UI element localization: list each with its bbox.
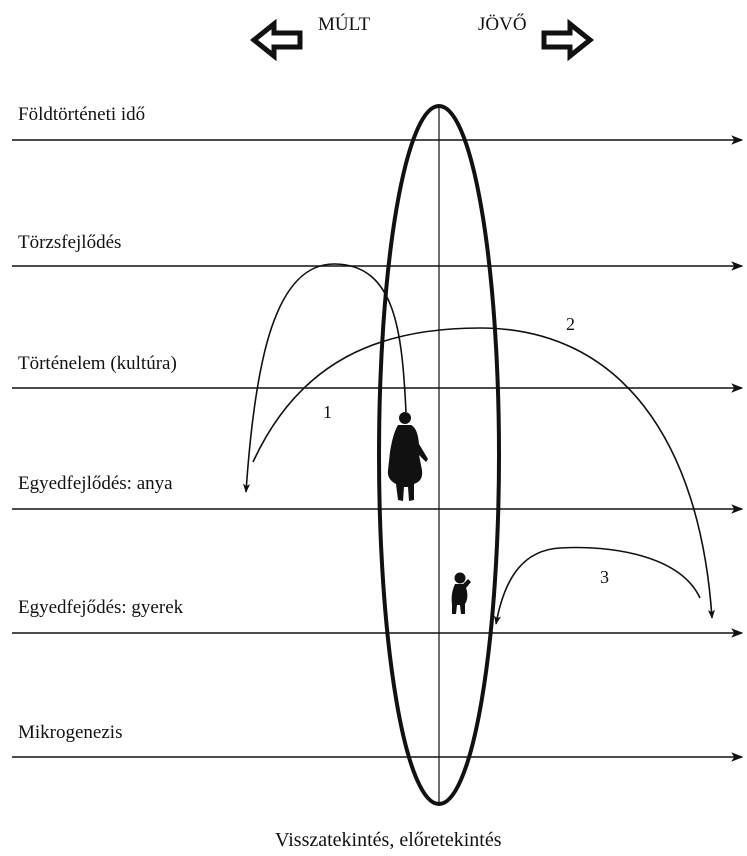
level-lines — [12, 140, 742, 757]
level-label-geological: Földtörténeti idő — [18, 104, 145, 125]
diagram-caption: Visszatekintés, előretekintés — [275, 829, 502, 851]
arc-2 — [253, 328, 712, 618]
level-label-ontogeny-child: Egyedfejődés: gyerek — [18, 597, 184, 618]
future-label: JÖVŐ — [478, 13, 527, 35]
level-labels: Földtörténeti idő Törzsfejlődés Történel… — [18, 104, 184, 743]
arc-3-label: 3 — [600, 567, 609, 587]
right-block-arrow-icon — [544, 24, 590, 56]
level-label-microgenesis: Mikrogenezis — [18, 722, 122, 743]
arc-2-label: 2 — [566, 314, 575, 334]
level-label-history: Történelem (kultúra) — [18, 353, 177, 374]
past-label: MÚLT — [318, 13, 370, 35]
arc-3 — [496, 548, 700, 624]
arc-1-label: 1 — [323, 402, 332, 422]
level-label-phylogeny: Törzsfejlődés — [18, 232, 121, 253]
left-block-arrow-icon — [254, 24, 300, 56]
level-label-ontogeny-mother: Egyedfejlődés: anya — [18, 473, 173, 494]
mother-silhouette-icon — [388, 412, 428, 501]
child-silhouette-icon — [452, 573, 471, 615]
header: MÚLT JÖVŐ — [254, 13, 590, 56]
